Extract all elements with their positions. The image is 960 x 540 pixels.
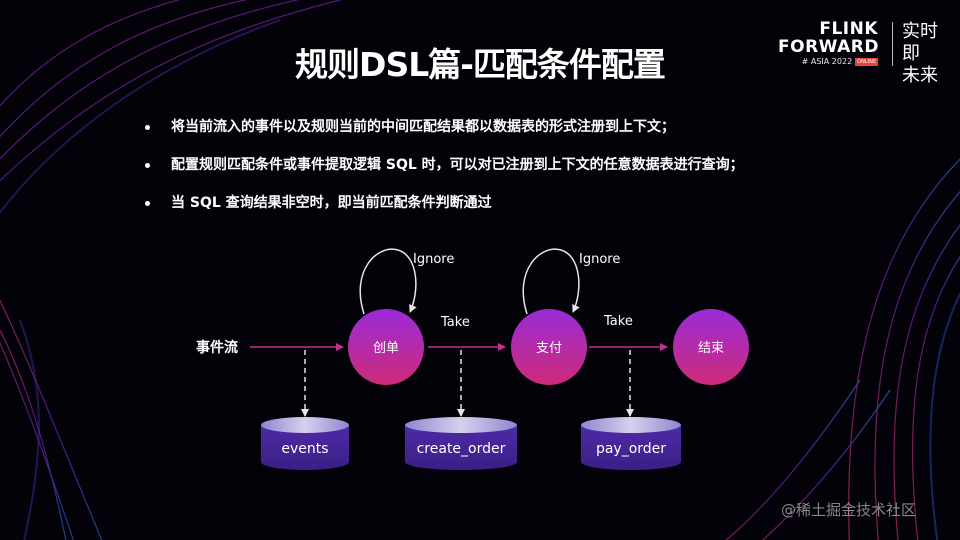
- state-label: 结束: [698, 341, 724, 356]
- bullet-dot: [145, 163, 150, 168]
- bullet-item: 将当前流入的事件以及规则当前的中间匹配结果都以数据表的形式注册到上下文；: [145, 117, 845, 155]
- slogan-line1: 实时即: [902, 21, 938, 64]
- bullet-text: 配置规则匹配条件或事件提取逻辑 SQL 时，可以对已注册到上下文的任意数据表进行…: [171, 157, 744, 173]
- table-cylinder-create-order: create_order: [405, 417, 517, 470]
- event-stream-label: 事件流: [196, 339, 238, 356]
- ignore-label-1: Ignore: [413, 252, 454, 267]
- online-badge: ONLINE: [855, 57, 878, 66]
- bullet-list: 将当前流入的事件以及规则当前的中间匹配结果都以数据表的形式注册到上下文； 配置规…: [145, 117, 845, 231]
- logo-line1: FLINK: [819, 19, 878, 39]
- bullet-text: 将当前流入的事件以及规则当前的中间匹配结果都以数据表的形式注册到上下文；: [171, 119, 675, 135]
- take-label-2: Take: [603, 314, 633, 329]
- bullet-text: 当 SQL 查询结果非空时，即当前匹配条件判断通过: [171, 195, 492, 211]
- take-label-1: Take: [440, 315, 470, 330]
- slogan-line2: 未来: [902, 65, 938, 86]
- state-node-end: 结束: [673, 309, 749, 385]
- ignore-loop-2: [522, 248, 580, 315]
- bullet-item: 当 SQL 查询结果非空时，即当前匹配条件判断通过: [145, 193, 845, 231]
- bullet-dot: [145, 125, 150, 130]
- state-label: 支付: [536, 341, 562, 356]
- bullet-dot: [145, 201, 150, 206]
- bullet-item: 配置规则匹配条件或事件提取逻辑 SQL 时，可以对已注册到上下文的任意数据表进行…: [145, 155, 845, 193]
- table-cylinder-events: events: [261, 417, 349, 470]
- state-node-create-order: 创单: [348, 309, 424, 385]
- state-node-pay: 支付: [511, 309, 587, 385]
- logo-line2: FORWARD: [778, 37, 880, 57]
- slide-title: 规则DSL篇-匹配条件配置: [295, 45, 666, 84]
- table-label: create_order: [417, 441, 506, 457]
- logo-divider: [892, 22, 893, 66]
- table-label: events: [281, 441, 328, 457]
- logo-slogan: 实时即 未来: [902, 21, 942, 87]
- table-label: pay_order: [596, 441, 666, 457]
- logo-sub-text: # ASIA 2022: [801, 57, 853, 66]
- watermark: @稀土掘金技术社区: [781, 501, 917, 519]
- logo-wordmark: FLINK FORWARD: [778, 19, 880, 57]
- ignore-label-2: Ignore: [579, 252, 620, 267]
- state-label: 创单: [373, 341, 399, 356]
- table-cylinder-pay-order: pay_order: [581, 417, 681, 470]
- ignore-loop-1: [359, 248, 417, 315]
